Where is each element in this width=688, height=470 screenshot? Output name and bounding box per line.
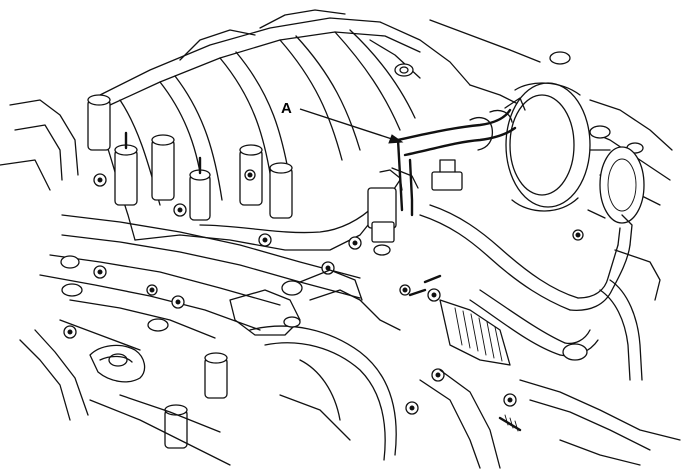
sensor-cluster [367,159,463,256]
fuel-rail [39,214,361,351]
heat-shield [439,299,511,366]
callout-a: A [281,100,404,144]
bolts [63,169,584,415]
coolant-pipe [419,204,661,381]
rear-casting [394,19,673,206]
studs [408,274,522,432]
throttle-body [505,82,645,224]
callout-a-label: A [281,100,292,117]
left-bank [0,99,231,466]
injector-towers [87,94,293,221]
breather-hose [396,97,526,217]
cylinder-head [229,269,681,469]
